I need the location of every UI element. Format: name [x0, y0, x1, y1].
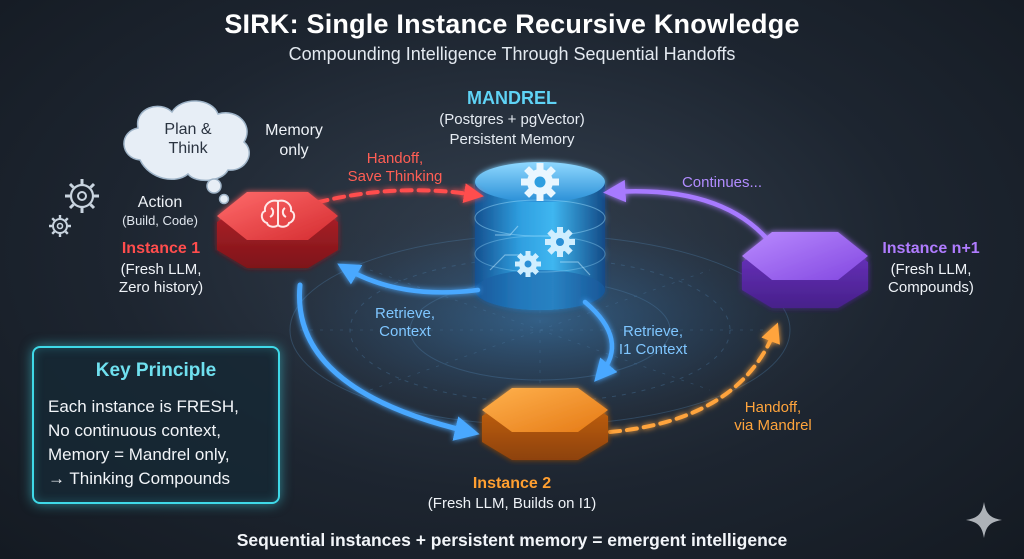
cloud-line: Think	[168, 140, 208, 158]
handoff-mandrel-label: Handoff, via Mandrel	[718, 399, 828, 436]
instance-1-desc: (Fresh LLM, Zero history)	[96, 261, 226, 298]
memory-only-label: Memory only	[249, 121, 339, 160]
instance-2-desc: (Fresh LLM, Builds on I1)	[427, 495, 597, 512]
instance-n-desc: (Fresh LLM, Compounds)	[856, 261, 1006, 298]
retrieve-context-line: Context	[379, 323, 431, 341]
key-principle-line: Each instance is FRESH,	[48, 397, 239, 416]
instance-1-desc-line: (Fresh LLM,	[120, 261, 202, 278]
cloud-line: Plan &	[164, 121, 212, 138]
cloud-label: Plan & Think	[138, 120, 238, 158]
instance-1-desc-line: Zero history)	[118, 279, 204, 297]
mandrel-name: MANDREL	[467, 88, 557, 108]
arrow-continues	[603, 179, 771, 243]
instance-n-desc-line: (Fresh LLM,	[890, 261, 972, 278]
gear-icon	[545, 227, 575, 257]
retrieve-i1-line: I1 Context	[618, 341, 688, 359]
gear-icon	[65, 179, 99, 213]
retrieve-i1-label: Retrieve, I1 Context	[598, 323, 708, 360]
handoff-mandrel-line: via Mandrel	[734, 417, 812, 435]
continues-label: Continues...	[681, 174, 763, 191]
key-principle-box: Key Principle Each instance is FRESH, No…	[32, 346, 280, 504]
handoff-save-line: Handoff,	[366, 150, 424, 167]
mandrel-role: Persistent Memory	[449, 131, 575, 148]
mandrel-tech: (Postgres + pgVector)	[439, 111, 585, 128]
instance-n-block[interactable]	[742, 232, 868, 308]
key-principle-line: → Thinking Compounds	[48, 469, 231, 488]
handoff-save-label: Handoff, Save Thinking	[320, 150, 470, 187]
action-label: Action	[137, 194, 183, 211]
brain-icon	[260, 199, 296, 228]
instance-1-name: Instance 1	[121, 240, 201, 257]
memory-only-line: Memory	[265, 122, 323, 139]
key-principle-title: Key Principle	[95, 360, 217, 381]
gear-icon	[521, 163, 559, 201]
retrieve-context-line: Retrieve,	[374, 305, 436, 322]
footer-summary: Sequential instances + persistent memory…	[236, 530, 788, 550]
key-principle-line: No continuous context,	[48, 421, 221, 440]
floor-glow	[240, 200, 840, 440]
memory-only-line: only	[279, 141, 309, 159]
thought-cloud	[123, 100, 250, 205]
instance-n-name: Instance n+1	[882, 240, 980, 257]
gear-icon	[49, 215, 71, 237]
retrieve-context-label: Retrieve, Context	[350, 305, 460, 342]
arrow-retrieve-context	[337, 263, 481, 295]
sparkle-icon	[966, 502, 1002, 538]
arrow-retrieve-i1	[582, 299, 618, 382]
page-subtitle: Compounding Intelligence Through Sequent…	[288, 44, 736, 64]
page-title: SIRK: Single Instance Recursive Knowledg…	[224, 9, 800, 39]
key-principle-line: Memory = Mandrel only,	[48, 445, 230, 464]
instance-2-block[interactable]	[482, 388, 608, 460]
instance-n-desc-line: Compounds)	[888, 279, 974, 297]
handoff-save-line: Save Thinking	[347, 168, 443, 186]
gear-icon	[515, 251, 541, 277]
retrieve-i1-line: Retrieve,	[622, 323, 684, 340]
handoff-mandrel-line: Handoff,	[744, 399, 802, 416]
instance-2-name: Instance 2	[472, 475, 552, 492]
arrow-handoff-mandrel	[608, 322, 780, 434]
arrow-instance1-to-instance2	[296, 282, 480, 441]
action-sub-label: (Build, Code)	[122, 213, 198, 228]
